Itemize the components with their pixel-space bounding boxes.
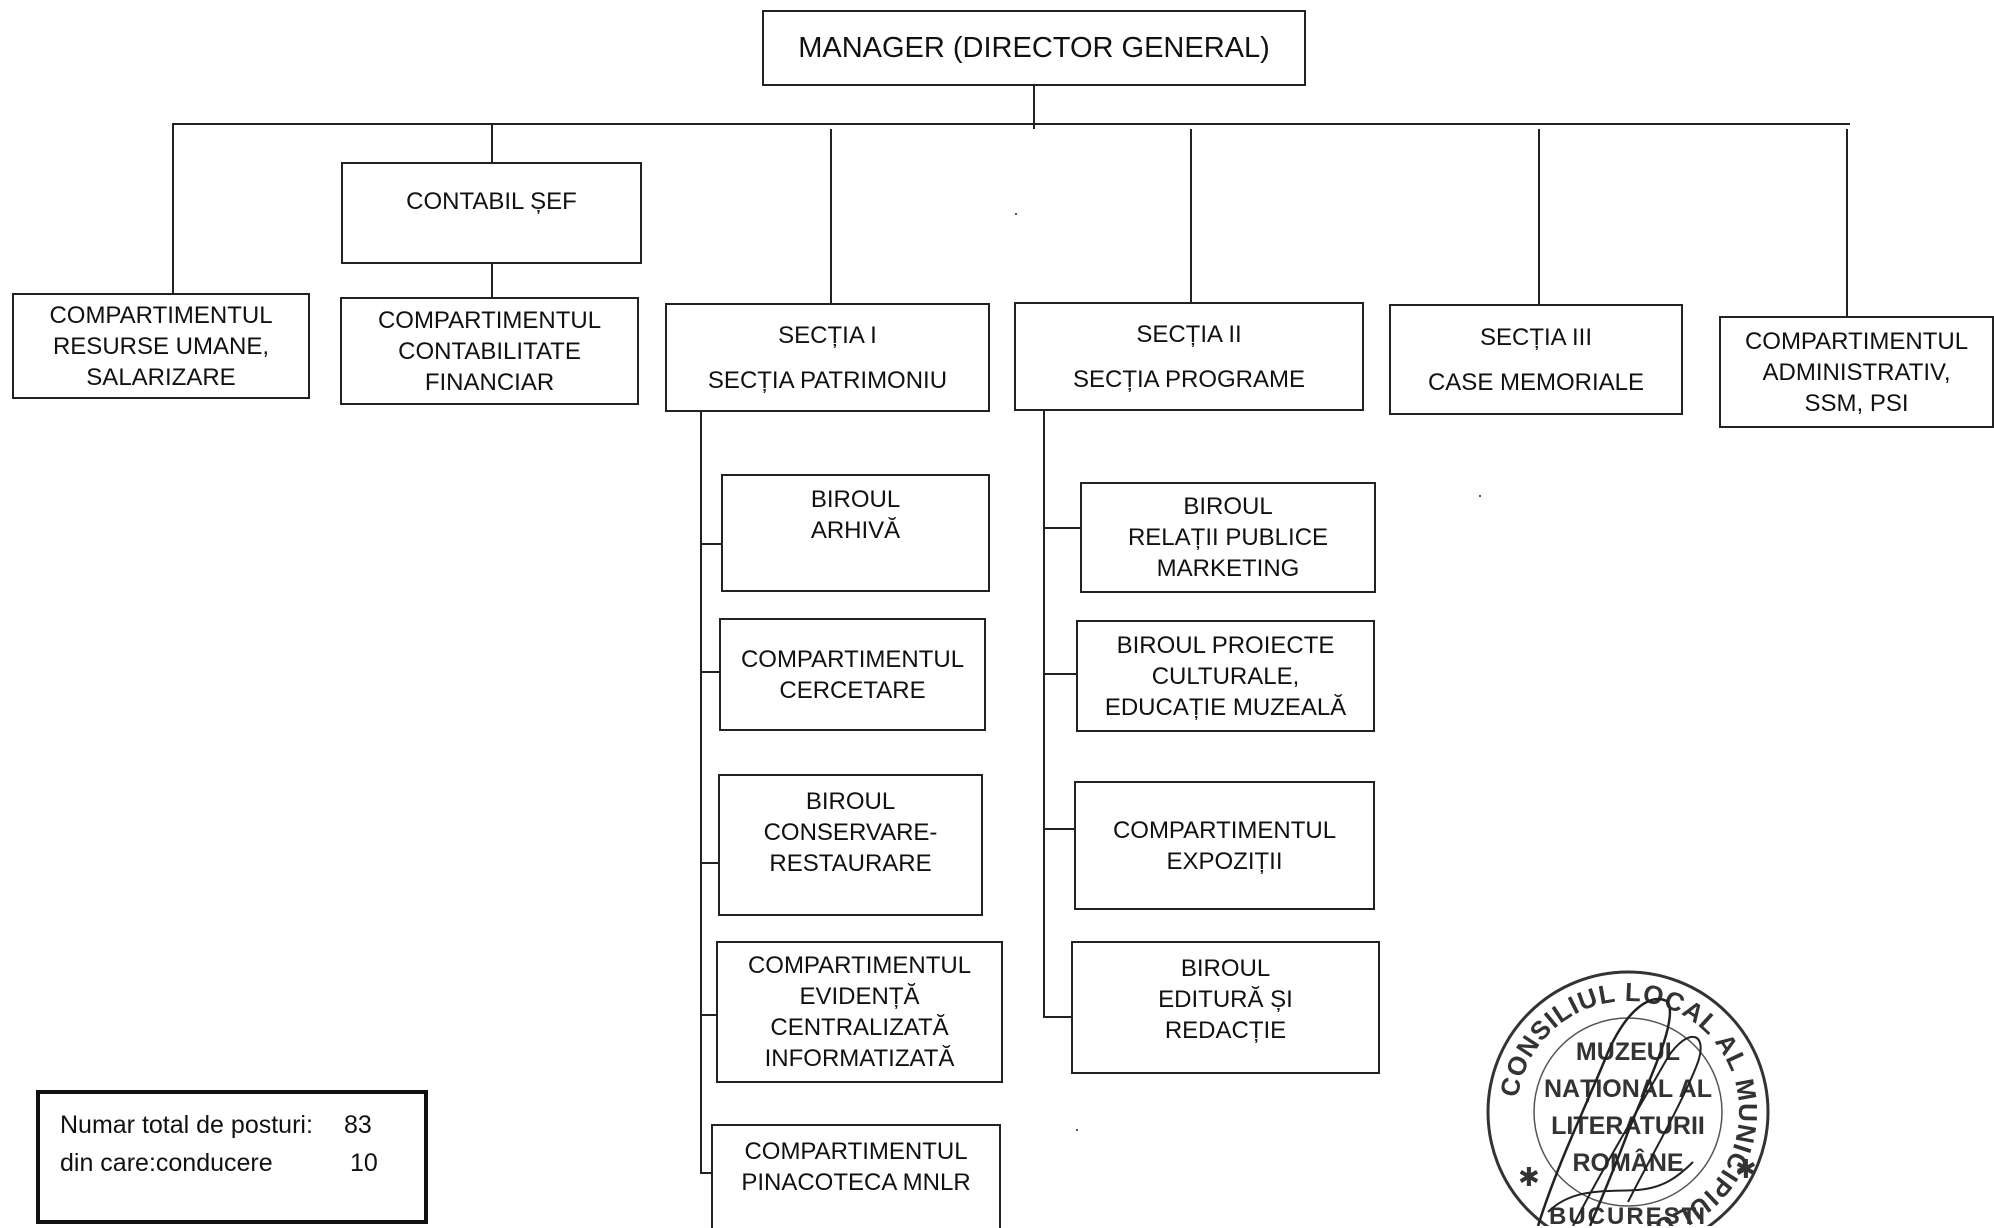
box-expozitii-line-1: COMPARTIMENTUL	[1112, 816, 1337, 844]
box-cercetare-line-1: COMPARTIMENTUL	[740, 645, 965, 673]
box-manager-line-1: MANAGER (DIRECTOR GENERAL)	[798, 31, 1270, 64]
box-editura-line-1: BIROUL	[1180, 955, 1271, 982]
box-evidenta-line-4: INFORMATIZATĂ	[764, 1045, 955, 1072]
total-posts-label: Numar total de posturi:	[60, 1111, 313, 1139]
conducere-value: 10	[350, 1149, 378, 1177]
box-sectia-1: SECȚIA I SECȚIA PATRIMONIU	[665, 303, 990, 412]
box-relatii-publice: BIROUL RELAȚII PUBLICE MARKETING	[1080, 482, 1376, 593]
box-cercetare-line-2: CERCETARE	[779, 676, 926, 704]
box-contabil-sef: CONTABIL ȘEF	[341, 162, 642, 264]
box-contabilitate-line-1: COMPARTIMENTUL	[377, 306, 602, 334]
box-sectia-3-line-2: CASE MEMORIALE	[1427, 368, 1645, 396]
box-sectia-3-line-1: SECȚIA III	[1479, 323, 1593, 351]
box-conservare-line-1: BIROUL	[805, 788, 896, 815]
connector-line	[1043, 673, 1077, 675]
star-icon: ✱	[1735, 1154, 1757, 1184]
box-resurse-umane-line-1: COMPARTIMENTUL	[49, 301, 273, 329]
connector-line	[172, 123, 1850, 125]
conducere-row: din care:conducere 10	[60, 1144, 406, 1182]
box-administrativ: COMPARTIMENTUL ADMINISTRATIV, SSM, PSI	[1719, 316, 1994, 428]
box-relatii-publice-line-2: RELAȚII PUBLICE	[1127, 524, 1329, 551]
box-administrativ-line-3: SSM, PSI	[1804, 389, 1909, 417]
connector-line	[700, 543, 722, 545]
box-contabilitate: COMPARTIMENTUL CONTABILITATE FINANCIAR	[340, 297, 639, 405]
connector-line	[1043, 828, 1075, 830]
box-expozitii: COMPARTIMENTUL EXPOZIȚII	[1074, 781, 1375, 910]
signature-scribble	[1572, 1036, 1702, 1226]
signature-scribble	[1536, 997, 1672, 1226]
totals-box: Numar total de posturi: 83 din care:cond…	[36, 1090, 428, 1224]
box-sectia-1-line-1: SECȚIA I	[778, 321, 877, 349]
box-expozitii-line-2: EXPOZIȚII	[1166, 847, 1283, 875]
box-conservare: BIROUL CONSERVARE- RESTAURARE	[718, 774, 983, 916]
scan-speck	[1076, 1129, 1078, 1131]
total-posts-value: 83	[344, 1111, 372, 1139]
box-proiecte-culturale-line-2: CULTURALE,	[1151, 662, 1300, 690]
connector-line	[700, 410, 702, 1174]
scan-speck	[1015, 213, 1017, 215]
box-sectia-2-line-2: SECȚIA PROGRAME	[1072, 365, 1306, 393]
box-contabilitate-line-2: CONTABILITATE	[398, 337, 581, 365]
box-relatii-publice-line-1: BIROUL	[1183, 493, 1273, 520]
stamp-line-2: NAȚIONAL AL	[1544, 1075, 1712, 1103]
connector-line	[830, 129, 832, 306]
stamp-bottom-text: BUCUREȘTI	[1549, 1203, 1707, 1226]
official-stamp: CONSILIUL LOCAL AL MUNICIPIULUI MUZEUL N…	[1486, 970, 1770, 1226]
box-resurse-umane: COMPARTIMENTUL RESURSE UMANE, SALARIZARE	[12, 293, 310, 399]
box-biroul-arhiva-line-2: ARHIVĂ	[810, 517, 901, 544]
totals-row: Numar total de posturi: 83	[60, 1106, 406, 1144]
connector-line	[1043, 527, 1081, 529]
box-proiecte-culturale: BIROUL PROIECTE CULTURALE, EDUCAȚIE MUZE…	[1076, 620, 1375, 732]
connector-line	[1538, 129, 1540, 307]
box-editura-line-2: EDITURĂ ȘI	[1158, 986, 1293, 1013]
box-sectia-1-line-2: SECȚIA PATRIMONIU	[707, 366, 948, 394]
box-contabil-sef-line-1: CONTABIL ȘEF	[406, 188, 577, 215]
connector-line	[1190, 129, 1192, 302]
box-manager: MANAGER (DIRECTOR GENERAL)	[762, 10, 1306, 86]
connector-line	[1043, 410, 1045, 1018]
box-evidenta-line-2: EVIDENȚĂ	[799, 983, 920, 1010]
stamp-line-4: ROMÂNE	[1572, 1147, 1683, 1177]
signature-scribble	[1547, 1161, 1694, 1213]
box-sectia-2: SECȚIA II SECȚIA PROGRAME	[1014, 302, 1364, 411]
box-contabilitate-line-3: FINANCIAR	[424, 368, 555, 396]
box-evidenta-line-3: CENTRALIZATĂ	[770, 1014, 949, 1041]
connector-line	[700, 671, 721, 673]
box-sectia-3: SECȚIA III CASE MEMORIALE	[1389, 304, 1683, 415]
box-proiecte-culturale-line-1: BIROUL PROIECTE	[1116, 631, 1335, 659]
box-proiecte-culturale-line-3: EDUCAȚIE MUZEALĂ	[1104, 693, 1347, 721]
box-pinacoteca: COMPARTIMENTUL PINACOTECA MNLR	[711, 1124, 1001, 1228]
stamp-outer-ring	[1486, 970, 1770, 1226]
box-biroul-arhiva-line-1: BIROUL	[810, 486, 901, 513]
box-evidenta: COMPARTIMENTUL EVIDENȚĂ CENTRALIZATĂ INF…	[716, 941, 1003, 1083]
box-editura-line-3: REDACȚIE	[1164, 1017, 1287, 1044]
connector-line	[700, 862, 720, 864]
box-biroul-arhiva: BIROUL ARHIVĂ	[721, 474, 990, 592]
connector-line	[491, 123, 493, 164]
box-conservare-line-2: CONSERVARE-	[763, 819, 938, 846]
box-cercetare: COMPARTIMENTUL CERCETARE	[719, 618, 986, 731]
box-administrativ-line-1: COMPARTIMENTUL	[1744, 327, 1969, 355]
connector-line	[700, 1172, 712, 1174]
box-evidenta-line-1: COMPARTIMENTUL	[747, 952, 972, 979]
connector-line	[1846, 129, 1848, 316]
box-relatii-publice-line-3: MARKETING	[1156, 555, 1300, 582]
connector-line	[1043, 1016, 1072, 1018]
connector-line	[491, 263, 493, 299]
conducere-label: din care:conducere	[60, 1149, 273, 1177]
connector-line	[172, 123, 174, 295]
box-pinacoteca-line-2: PINACOTECA MNLR	[741, 1169, 971, 1196]
box-administrativ-line-2: ADMINISTRATIV,	[1762, 358, 1951, 386]
box-sectia-2-line-1: SECȚIA II	[1136, 320, 1242, 348]
box-resurse-umane-line-3: SALARIZARE	[86, 363, 236, 391]
scan-speck	[1479, 495, 1481, 497]
box-pinacoteca-line-1: COMPARTIMENTUL	[744, 1138, 968, 1165]
box-conservare-line-3: RESTAURARE	[769, 850, 932, 877]
box-resurse-umane-line-2: RESURSE UMANE,	[52, 332, 270, 360]
connector-line	[700, 1014, 718, 1016]
connector-line	[1033, 84, 1035, 129]
star-icon: ✱	[1518, 1162, 1540, 1192]
box-editura: BIROUL EDITURĂ ȘI REDACȚIE	[1071, 941, 1380, 1074]
